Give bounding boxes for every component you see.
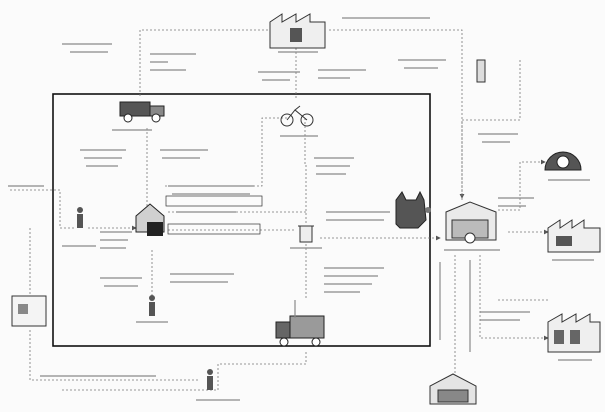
garbage-truck-icon — [276, 316, 324, 346]
person-left-icon — [77, 207, 83, 228]
factory-lower-right-icon — [548, 314, 600, 352]
bin-tall-icon — [477, 60, 485, 82]
house-hub-icon — [136, 204, 164, 236]
truck-top-left-icon — [120, 102, 164, 122]
bin-icon — [298, 226, 314, 242]
depot-building-icon — [446, 202, 496, 243]
highlight-labels — [166, 196, 262, 234]
warehouse-bottom-icon — [430, 374, 476, 404]
cat-icon — [396, 192, 431, 228]
recycling-plant-icon — [545, 152, 581, 170]
person-footer-icon — [207, 369, 213, 390]
person-bottom-icon — [149, 295, 155, 316]
store-left-icon — [12, 296, 46, 326]
text-blocks — [8, 18, 594, 400]
factory-top-icon — [270, 14, 325, 48]
bicycle-icon — [281, 106, 313, 126]
factory-right-icon — [548, 220, 600, 252]
